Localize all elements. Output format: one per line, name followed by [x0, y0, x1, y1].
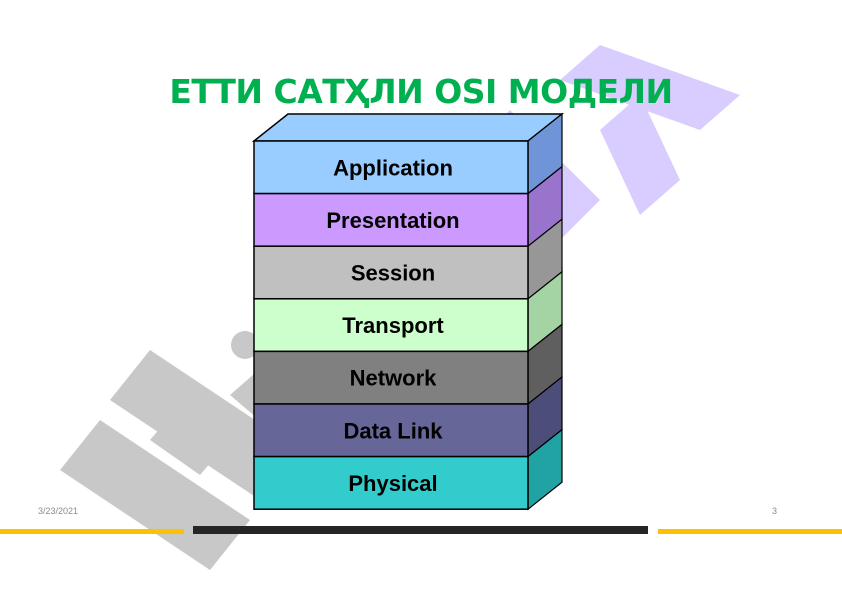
layer-label: Transport [342, 313, 444, 338]
layer-label: Network [350, 366, 438, 391]
layer-label: Session [351, 261, 435, 286]
layer-front-face [253, 298, 529, 353]
page-number: 3 [772, 506, 778, 516]
layer-front-face [253, 192, 529, 247]
stack-top-face [251, 113, 565, 142]
footer-accent-right [658, 529, 842, 534]
layer-front-face [253, 403, 529, 458]
footer-dark-bar [193, 526, 648, 534]
slide-date: 3/23/2021 [38, 506, 79, 516]
layer-label: Data Link [343, 418, 443, 443]
layer-label: Presentation [326, 208, 459, 233]
layer-front-face [253, 245, 529, 300]
layer-front-face [253, 455, 529, 510]
footer-accent-left [0, 529, 184, 534]
layer-front-face [253, 350, 529, 405]
layer-label: Application [333, 155, 453, 180]
slide-title: ЕТТИ САТҲЛИ OSI МОДЕЛИ [169, 72, 673, 111]
layer-label: Physical [348, 471, 437, 496]
